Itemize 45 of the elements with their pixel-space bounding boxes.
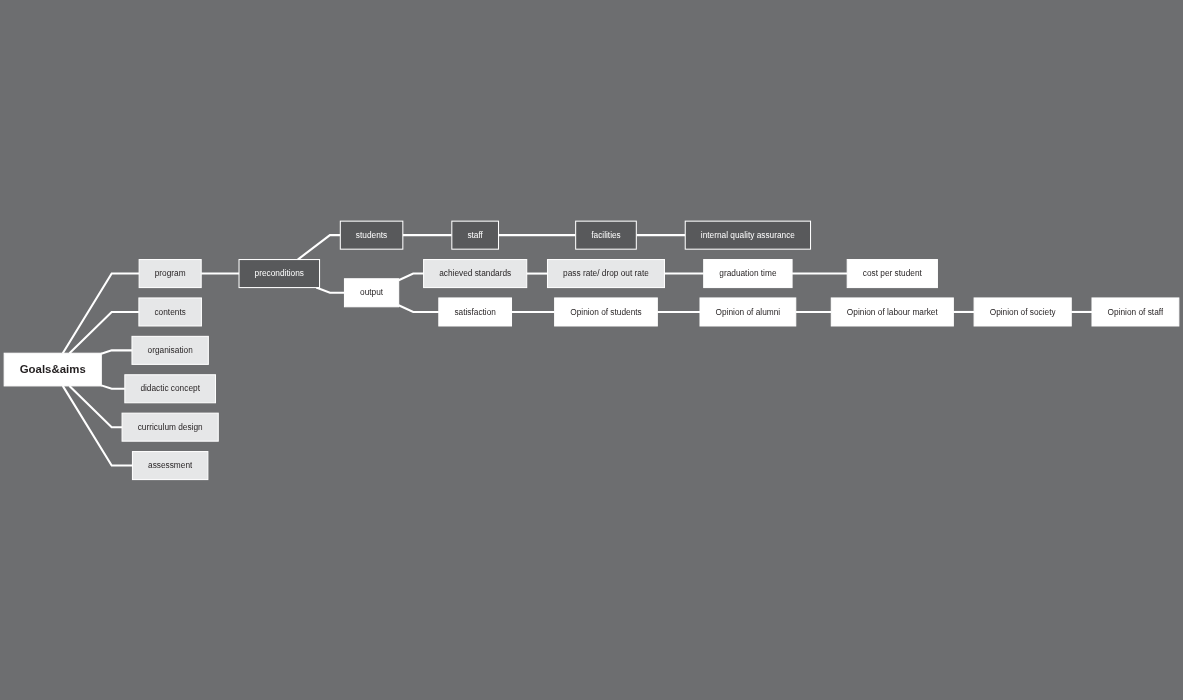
connector xyxy=(1071,310,1092,313)
connector xyxy=(100,384,125,390)
connector xyxy=(398,303,439,313)
connector xyxy=(297,233,341,260)
connector xyxy=(953,310,975,313)
node-box: satisfaction xyxy=(438,297,512,327)
node-box: contents xyxy=(138,297,202,327)
connector xyxy=(100,348,132,355)
connector xyxy=(61,272,140,354)
connector xyxy=(795,310,832,313)
node-box: cost per student xyxy=(846,258,938,288)
connector xyxy=(664,272,704,275)
connector xyxy=(402,233,452,236)
node-box: assessment xyxy=(131,450,209,480)
node-box: organisation xyxy=(131,335,209,365)
connector xyxy=(792,272,848,275)
connector xyxy=(498,233,576,236)
node-box: achieved standards xyxy=(423,258,528,288)
connector xyxy=(526,272,548,275)
connector xyxy=(201,272,239,275)
node-box: Opinion of students xyxy=(554,297,658,327)
node-box: internal quality assurance xyxy=(684,220,812,250)
node-box: curriculum design xyxy=(121,412,219,442)
node-box: Opinion of alumni xyxy=(699,297,797,327)
node-box: Goals&aims xyxy=(3,352,102,387)
connector xyxy=(636,233,686,236)
connector xyxy=(68,310,139,354)
node-box: Opinion of society xyxy=(973,297,1072,327)
connector xyxy=(61,385,133,467)
node-box: Opinion of labour market xyxy=(830,297,954,327)
node-box: graduation time xyxy=(703,258,793,288)
connector xyxy=(657,310,700,313)
node-box: staff xyxy=(451,220,499,250)
connector xyxy=(68,384,123,428)
node-box: Opinion of staff xyxy=(1091,297,1180,327)
connector xyxy=(511,310,555,313)
node-box: program xyxy=(138,258,202,288)
connector xyxy=(398,272,424,281)
node-box: didactic concept xyxy=(124,373,216,403)
node-box: pass rate/ drop out rate xyxy=(546,258,665,288)
node-box: preconditions xyxy=(238,258,321,288)
connector xyxy=(315,286,345,294)
node-box: facilities xyxy=(575,220,637,250)
node-box: output xyxy=(343,277,400,307)
node-box: students xyxy=(339,220,404,250)
